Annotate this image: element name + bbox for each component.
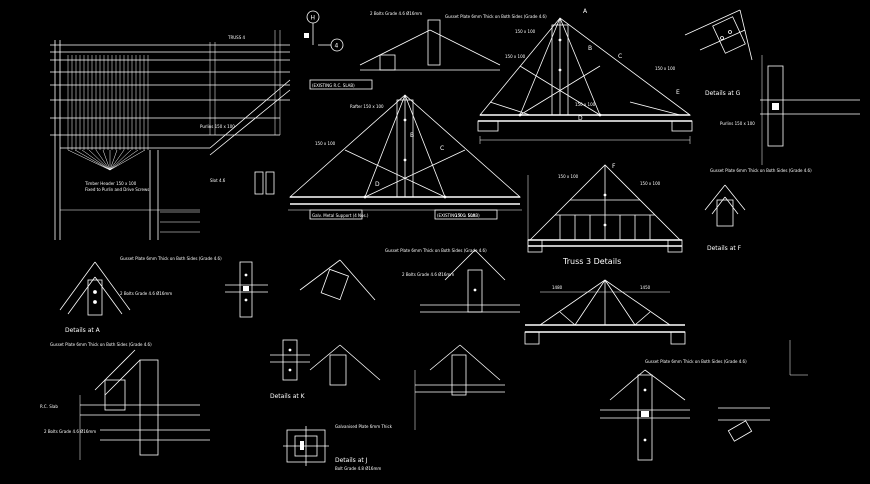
point-a-label: A xyxy=(583,8,588,15)
details-at-a: Details at A Gusset Plate 6mm Thick on B… xyxy=(59,256,222,334)
hip-rafter-line xyxy=(109,149,146,171)
bolt-mark xyxy=(603,223,607,227)
dim-label-h: 150 x 100 xyxy=(640,181,661,186)
dim-1450-label: 1450 xyxy=(640,285,651,290)
grid-h-label: H xyxy=(311,15,316,22)
gusset-label-a: Gusset Plate 6mm Thick on Both Sides (Gr… xyxy=(120,256,222,261)
bolt-label-bl: 2 Bolts Grade 4.6 Ø16mm xyxy=(44,429,96,434)
dim-label-a: 150 x 100 xyxy=(515,29,536,34)
bolt-label-1: 2 Bolts Grade 4.6 Ø16mm xyxy=(370,11,422,16)
slab-label-1: (EXISTING R.C. SLAB) xyxy=(312,83,355,88)
ridge-detail-top: Gusset Plate 6mm Thick on Both Sides (Gr… xyxy=(309,11,547,90)
bolt-mark xyxy=(363,195,367,199)
bottom-mid-detail xyxy=(414,344,505,430)
point-c-label: C xyxy=(618,53,622,60)
point-d-label: D xyxy=(578,115,583,122)
bolt-marks xyxy=(93,38,647,442)
bolt-mark xyxy=(93,300,97,304)
dim-label-b: 150 x 100 xyxy=(505,54,526,59)
bolt-mark xyxy=(93,290,97,294)
dim-label-c: 150 x 100 xyxy=(655,66,676,71)
bolt-mark xyxy=(603,193,607,197)
details-g-label: Details at G xyxy=(705,90,741,97)
dim-label-g: 150 x 100 xyxy=(558,174,579,179)
bolt-plate-label: Bolt Grade 4.8 Ø16mm xyxy=(335,466,381,471)
rafter-label: Rafter 150 x 100 xyxy=(350,104,384,109)
details-at-g: Details at G Purlins 150 x 100 xyxy=(684,9,860,165)
gusset-label-br: Gusset Plate 6mm Thick on Both Sides (Gr… xyxy=(645,359,747,364)
bolt-label-mid: 2 Bolts Grade 4.6 Ø16mm xyxy=(402,272,454,277)
rc-slab-label: R.C. Slab xyxy=(40,404,58,409)
hip-rafter-line xyxy=(95,149,111,171)
bolt-mark xyxy=(403,158,407,162)
details-a-label: Details at A xyxy=(65,327,101,334)
gusset-label-1: Gusset Plate 6mm Thick on Both Sides (Gr… xyxy=(445,14,547,19)
bolt-mark xyxy=(403,118,407,122)
hip-rafter-line xyxy=(109,149,132,171)
dim-1480-label: 1480 xyxy=(552,285,563,290)
gusset-label-mid: Gusset Plate 6mm Thick on Both Sides (Gr… xyxy=(385,248,487,253)
gusset-label-f: Gusset Plate 6mm Thick on Both Sides (Gr… xyxy=(710,168,812,173)
galv-plate-label: Galvanised Plate 6mm Thick xyxy=(335,424,393,429)
bolt-mark xyxy=(518,113,522,117)
bolt-mark xyxy=(244,273,248,277)
slot-label: Slot 4.6 xyxy=(210,178,226,183)
bolt-mark xyxy=(643,388,647,392)
dim-label-f: 150 x 100 xyxy=(455,213,476,218)
dim-label-d: 150 x 100 xyxy=(575,102,596,107)
bottom-left-detail: Gusset Plate 6mm Thick on Both Sides (Gr… xyxy=(40,342,210,460)
bolt-mark xyxy=(598,113,602,117)
point-b2-label: B xyxy=(410,132,414,139)
truss-elevation-2: B C D Rafter 150 x 100 150 x 100 150 x 1… xyxy=(210,94,522,220)
hip-rafter-line xyxy=(109,149,118,171)
fixed-purlin-label: Fixed to Purlin and Drive Screws xyxy=(85,187,149,192)
node-details-mid: Gusset Plate 6mm Thick on Both Sides (Gr… xyxy=(225,248,520,318)
gusset-label-bl: Gusset Plate 6mm Thick on Both Sides (Gr… xyxy=(50,342,152,347)
point-d2-label: D xyxy=(375,181,380,188)
bolt-mark xyxy=(288,348,292,352)
bottom-right-detail: Gusset Plate 6mm Thick on Both Sides (Gr… xyxy=(600,340,808,461)
purlin-label: Purlins 150 x 100 xyxy=(200,124,235,129)
bolt-mark xyxy=(244,298,248,302)
point-b-label: B xyxy=(588,45,592,52)
point-f-label: F xyxy=(612,163,616,170)
truss-elevation-1: A B C D E 150 x 100 150 x 100 150 x 100 … xyxy=(477,8,693,144)
hip-rafter-line xyxy=(81,149,111,171)
hip-rafter-line xyxy=(109,149,139,171)
details-at-k: Details at K xyxy=(270,339,381,400)
support-label: Galv. Metal Support (4 Nos.) xyxy=(312,213,369,218)
hip-rafter-line xyxy=(109,149,125,171)
hip-rafter-line xyxy=(102,149,111,171)
truss-elevation-3: 1480 1450 xyxy=(524,279,686,345)
bolt-mark xyxy=(288,368,292,372)
details-k-label: Details at K xyxy=(270,393,306,400)
timber-header-label: Timber Header 150 x 100 xyxy=(84,181,137,186)
grid-4-label: 4 xyxy=(335,43,339,50)
bolt-mark xyxy=(643,438,647,442)
dim-label-e: 150 x 100 xyxy=(315,141,336,146)
point-c2-label: C xyxy=(440,145,444,152)
details-at-j: Details at J Galvanised Plate 6mm Thick … xyxy=(283,424,393,471)
truss-3-label: Truss 3 Details xyxy=(562,257,621,266)
bolt-mark xyxy=(443,195,447,199)
details-j-label: Details at J xyxy=(335,457,368,464)
truss-4-label: TRUSS 4 xyxy=(227,35,246,40)
bolt-mark xyxy=(558,38,562,42)
roof-framing-plan: TRUSS 4 Purlins 150 x 100 Timber Header … xyxy=(50,30,291,240)
details-f-label: Details at F xyxy=(707,245,742,252)
slab-label-2: (EXISTING R.C. SLAB) xyxy=(437,213,480,218)
bolt-label-a: 2 Bolts Grade 4.6 Ø16mm xyxy=(120,291,172,296)
bolt-mark xyxy=(558,68,562,72)
hip-rafter-line xyxy=(67,149,111,171)
details-at-f: Details at F Gusset Plate 6mm Thick on B… xyxy=(704,168,812,252)
point-e-label: E xyxy=(676,89,680,96)
grid-markers: H 4 xyxy=(304,10,344,52)
hip-rafter-line xyxy=(88,149,111,171)
purlin-g-label: Purlins 150 x 100 xyxy=(720,121,755,126)
truss-3-details: F Truss 3 Details 150 x 100 150 x 100 xyxy=(527,163,683,266)
hip-rafter-line xyxy=(74,149,111,171)
bolt-mark xyxy=(473,288,477,292)
